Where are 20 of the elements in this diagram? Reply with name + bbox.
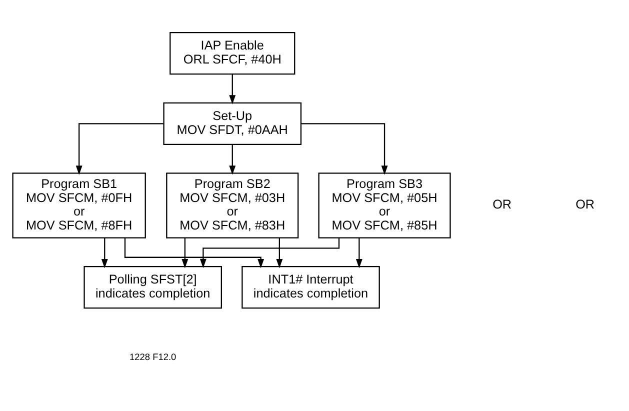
label: OR — [492, 198, 512, 212]
arrow — [182, 238, 188, 268]
node-box: INT1# Interrupt indicates completion — [242, 266, 380, 309]
node-box: Program SB2 MOV SFCM, #03H or MOV SFCM, #83H — [166, 172, 299, 238]
node-box: Polling SFST[2] indicates completion — [84, 266, 222, 309]
arrow — [356, 238, 362, 268]
arrow — [124, 238, 264, 268]
node-box: Program SB3 MOV SFCM, #05H or MOV SFCM, #85H — [318, 172, 451, 238]
label: OR — [576, 198, 595, 212]
node-box: IAP Enable ORL SFCF, #40H — [170, 32, 296, 75]
node-box: Program SB1 MOV SFCM, #0FH or MOV SFCM, #8FH — [12, 172, 146, 238]
arrow — [200, 238, 340, 268]
arrow — [101, 238, 108, 268]
arrow — [229, 144, 236, 175]
node-box: Set-Up MOV SFDT, #0AAH — [163, 102, 302, 145]
arrow — [301, 123, 388, 175]
label: 1228 F12.0 — [130, 352, 176, 362]
arrow — [229, 74, 236, 104]
arrow — [276, 238, 283, 268]
arrow — [76, 123, 164, 175]
